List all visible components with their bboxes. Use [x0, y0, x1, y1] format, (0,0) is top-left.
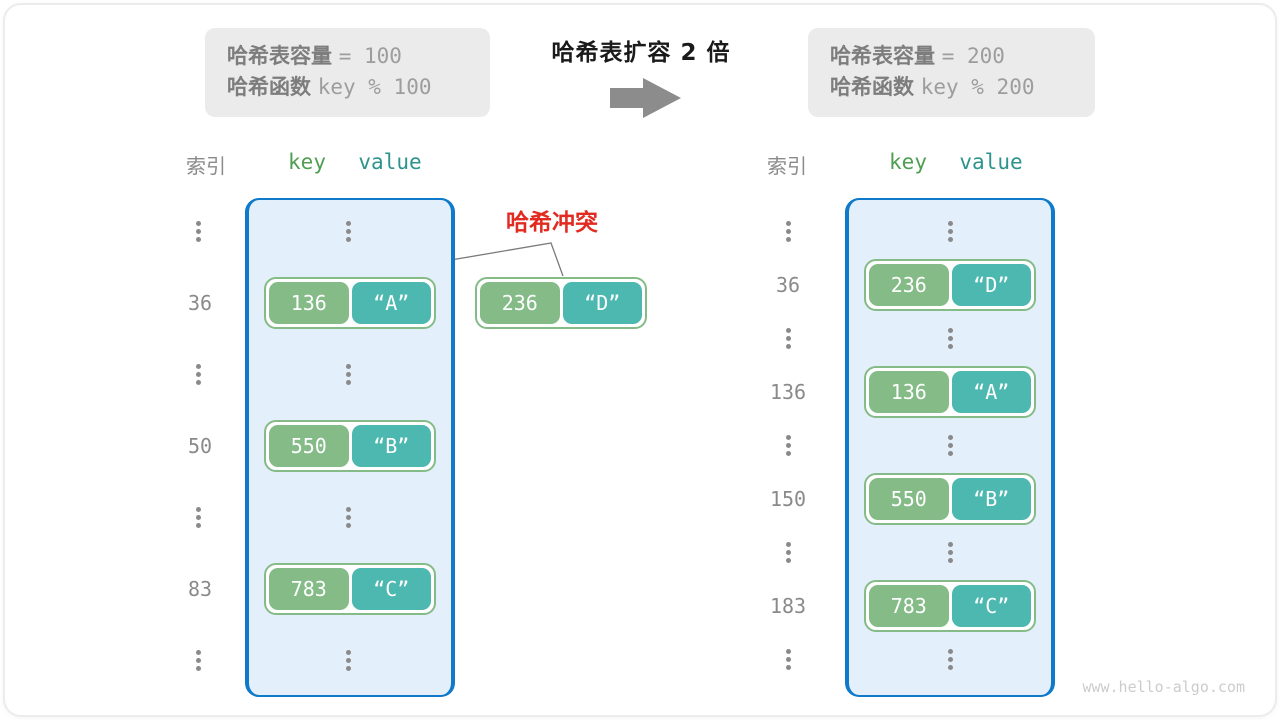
index-cell: 36 — [775, 273, 801, 297]
kv-pair: 550 “B” — [264, 420, 436, 472]
key-box: 550 — [269, 425, 349, 467]
hash-function-value: key % 100 — [317, 75, 432, 99]
ellipsis-icon — [783, 221, 793, 242]
capacity-value: = 200 — [941, 44, 1005, 68]
hash-function-label: 哈希函数 — [830, 75, 914, 99]
key-box: 783 — [869, 585, 949, 627]
index-cell: 150 — [769, 487, 807, 511]
hash-function-line: 哈希函数 key % 200 — [830, 72, 1095, 103]
figure-card — [3, 3, 1277, 717]
key-box: 136 — [869, 371, 949, 413]
ellipsis-icon — [945, 435, 955, 456]
ellipsis-icon — [783, 542, 793, 563]
hash-function-label: 哈希函数 — [227, 75, 311, 99]
capacity-line: 哈希表容量 = 200 — [830, 41, 1095, 72]
capacity-label: 哈希表容量 — [830, 44, 935, 68]
key-box: 236 — [869, 264, 949, 306]
info-box-capacity-100: 哈希表容量 = 100 哈希函数 key % 100 — [205, 28, 490, 117]
key-box: 550 — [869, 478, 949, 520]
kv-pair: 136 “A” — [864, 366, 1036, 418]
kv-pair: 550 “B” — [864, 473, 1036, 525]
ellipsis-icon — [343, 221, 353, 242]
left-key-header: key — [288, 150, 326, 174]
key-box: 136 — [269, 282, 349, 324]
info-box-capacity-200: 哈希表容量 = 200 哈希函数 key % 200 — [808, 28, 1095, 117]
kv-pair: 236 “D” — [864, 259, 1036, 311]
right-index-header: 索引 — [767, 154, 807, 178]
right-value-header: value — [959, 150, 1023, 174]
ellipsis-icon — [945, 649, 955, 670]
value-box: “B” — [951, 478, 1031, 520]
value-box: “A” — [351, 282, 431, 324]
ellipsis-icon — [343, 364, 353, 385]
capacity-value: = 100 — [338, 44, 402, 68]
ellipsis-icon — [193, 650, 203, 671]
ellipsis-icon — [783, 435, 793, 456]
hash-function-line: 哈希函数 key % 100 — [227, 72, 490, 103]
ellipsis-icon — [783, 328, 793, 349]
right-key-header: key — [889, 150, 927, 174]
index-cell: 183 — [769, 594, 807, 618]
left-index-header: 索引 — [186, 154, 226, 178]
value-box: “C” — [951, 585, 1031, 627]
transition-title: 哈希表扩容 2 倍 — [551, 40, 731, 66]
index-cell: 136 — [769, 380, 807, 404]
ellipsis-icon — [193, 364, 203, 385]
value-box: “B” — [351, 425, 431, 467]
collision-kv-pair: 236 “D” — [475, 277, 647, 329]
ellipsis-icon — [945, 328, 955, 349]
index-cell: 83 — [187, 577, 213, 601]
kv-pair: 783 “C” — [864, 580, 1036, 632]
key-box: 236 — [480, 282, 560, 324]
kv-pair: 136 “A” — [264, 277, 436, 329]
ellipsis-icon — [343, 650, 353, 671]
key-box: 783 — [269, 568, 349, 610]
ellipsis-icon — [193, 507, 203, 528]
index-cell: 50 — [187, 434, 213, 458]
hash-function-value: key % 200 — [920, 75, 1035, 99]
kv-pair: 783 “C” — [264, 563, 436, 615]
ellipsis-icon — [193, 221, 203, 242]
ellipsis-icon — [945, 221, 955, 242]
watermark: www.hello-algo.com — [1082, 678, 1245, 696]
ellipsis-icon — [783, 649, 793, 670]
capacity-line: 哈希表容量 = 100 — [227, 41, 490, 72]
collision-label: 哈希冲突 — [506, 210, 598, 236]
left-value-header: value — [358, 150, 422, 174]
index-cell: 36 — [187, 291, 213, 315]
value-box: “C” — [351, 568, 431, 610]
ellipsis-icon — [343, 507, 353, 528]
value-box: “A” — [951, 371, 1031, 413]
capacity-label: 哈希表容量 — [227, 44, 332, 68]
ellipsis-icon — [945, 542, 955, 563]
value-box: “D” — [951, 264, 1031, 306]
value-box: “D” — [562, 282, 642, 324]
